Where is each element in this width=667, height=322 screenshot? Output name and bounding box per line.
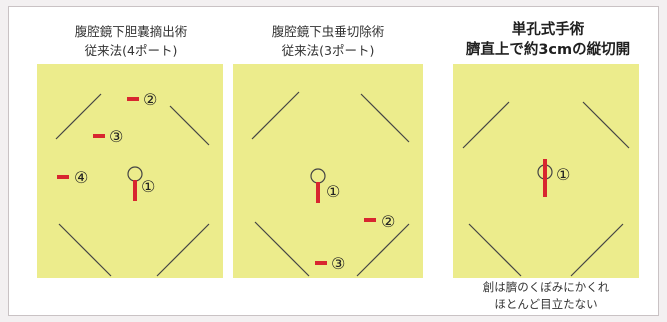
panel-1-port-label-3: ③ (109, 127, 123, 146)
panel-3-caption-line-2: ほとんど目立たない (494, 297, 598, 311)
panel-1-outline-bottom-right (156, 223, 210, 277)
panel-3-outline-bottom-left (468, 223, 522, 277)
panel-2-incision-3 (315, 261, 327, 265)
panel-2-outline-top-left (251, 91, 300, 140)
panel-2-outline-top-right (360, 93, 410, 143)
panel-2-diagram: ① ② ③ (233, 64, 423, 278)
panel-2-port-label-1: ① (326, 182, 340, 201)
panel-2-outline-bottom-left (254, 221, 310, 277)
panel-1-port-label-2: ② (143, 90, 157, 109)
panel-1-outline-bottom-left (58, 223, 112, 277)
panel-1-incision-1 (133, 180, 137, 201)
panel-3-title-line-2: 臍直上で約3cmの縦切開 (465, 42, 631, 58)
panel-2-incision-1 (316, 182, 320, 203)
panel-3-diagram: ① (453, 64, 639, 278)
panel-1-diagram: ② ③ ④ ① (37, 64, 223, 278)
panel-3-incision-1 (543, 159, 547, 197)
panel-2-port-label-3: ③ (331, 254, 345, 273)
panel-2-port-label-2: ② (381, 212, 395, 231)
panel-1-outline-top-left (55, 93, 102, 140)
panel-1-incision-2 (127, 97, 139, 101)
panel-1-port-label-4: ④ (74, 168, 88, 187)
panel-3-outline-bottom-right (570, 223, 624, 277)
panel-1-outline-top-right (169, 105, 210, 146)
panel-2-outline-bottom-right (356, 223, 410, 277)
panel-2-abdomen (233, 64, 423, 278)
panel-2-title-line-2: 従来法(3ポート) (281, 43, 375, 58)
panel-1-incision-4 (57, 175, 69, 179)
panel-3-port-label-1: ① (556, 165, 570, 184)
panel-1-title-line-2: 従来法(4ポート) (84, 43, 178, 58)
panel-3-title-line-1: 単孔式手術 (511, 22, 585, 38)
panel-1-incision-3 (93, 134, 105, 138)
panel-3-title: 単孔式手術 臍直上で約3cmの縦切開 (443, 20, 653, 60)
panel-3-outline-top-right (582, 101, 630, 149)
panel-1-port-label-1: ① (141, 177, 155, 196)
panel-3-caption: 創は臍のくぼみにかくれ ほとんど目立たない (453, 279, 639, 313)
panel-2-incision-2 (364, 218, 376, 222)
panel-1-title-line-1: 腹腔鏡下胆嚢摘出術 (74, 24, 188, 39)
panel-1-title: 腹腔鏡下胆嚢摘出術 従来法(4ポート) (36, 22, 226, 60)
panel-3-caption-line-1: 創は臍のくぼみにかくれ (482, 280, 610, 294)
panel-1-abdomen (37, 64, 223, 278)
panel-2-title: 腹腔鏡下虫垂切除術 従来法(3ポート) (228, 22, 428, 60)
panel-2-title-line-1: 腹腔鏡下虫垂切除術 (271, 24, 385, 39)
panel-3-outline-top-left (462, 101, 510, 149)
